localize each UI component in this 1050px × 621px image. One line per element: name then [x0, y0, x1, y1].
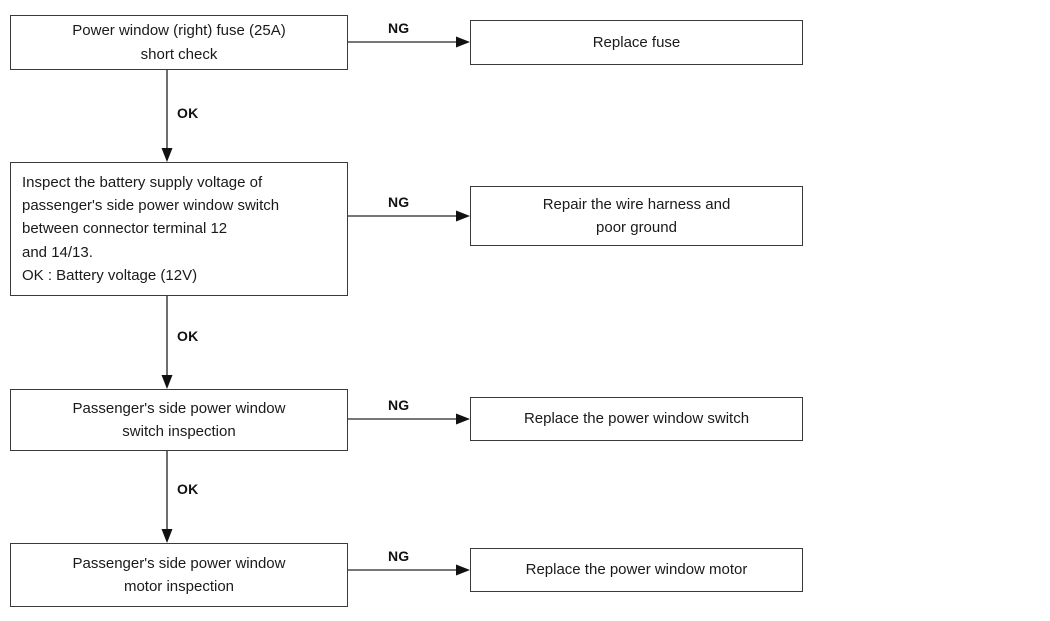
ng-label-row-1: NG — [388, 20, 410, 36]
ng-connector-row-1 — [348, 36, 470, 48]
result-node-2[interactable]: Repair the wire harness and poor ground — [470, 186, 803, 246]
result-node-3[interactable]: Replace the power window switch — [470, 397, 803, 441]
ng-label-row-3: NG — [388, 397, 410, 413]
ok-connector-1-to-2 — [161, 70, 173, 162]
result-node-3-text: Replace the power window switch — [523, 410, 750, 428]
result-node-4[interactable]: Replace the power window motor — [470, 548, 803, 592]
ng-connector-row-2 — [348, 210, 470, 222]
result-node-1[interactable]: Replace fuse — [470, 20, 803, 65]
ng-label-row-2: NG — [388, 194, 410, 210]
ng-label-row-4: NG — [388, 548, 410, 564]
result-node-1-text: Replace fuse — [592, 33, 681, 51]
step-node-2[interactable]: Inspect the battery supply voltage of pa… — [10, 162, 348, 296]
ok-label-1: OK — [177, 105, 199, 121]
step-node-1-text: Power window (right) fuse (25A) short ch… — [72, 22, 286, 63]
ok-label-2: OK — [177, 328, 199, 344]
step-node-3-text: Passenger's side power window switch ins… — [72, 399, 286, 440]
result-node-4-text: Replace the power window motor — [525, 561, 748, 579]
result-node-2-text: Repair the wire harness and poor ground — [542, 195, 731, 236]
ok-connector-3-to-4 — [161, 451, 173, 543]
ok-connector-2-to-3 — [161, 296, 173, 389]
ng-connector-row-4 — [348, 564, 470, 576]
ng-connector-row-3 — [348, 413, 470, 425]
ok-label-3: OK — [177, 481, 199, 497]
step-node-2-text: Inspect the battery supply voltage of pa… — [22, 173, 280, 284]
step-node-4[interactable]: Passenger's side power window motor insp… — [10, 543, 348, 607]
step-node-4-text: Passenger's side power window motor insp… — [72, 554, 286, 595]
step-node-1[interactable]: Power window (right) fuse (25A) short ch… — [10, 15, 348, 70]
step-node-3[interactable]: Passenger's side power window switch ins… — [10, 389, 348, 451]
